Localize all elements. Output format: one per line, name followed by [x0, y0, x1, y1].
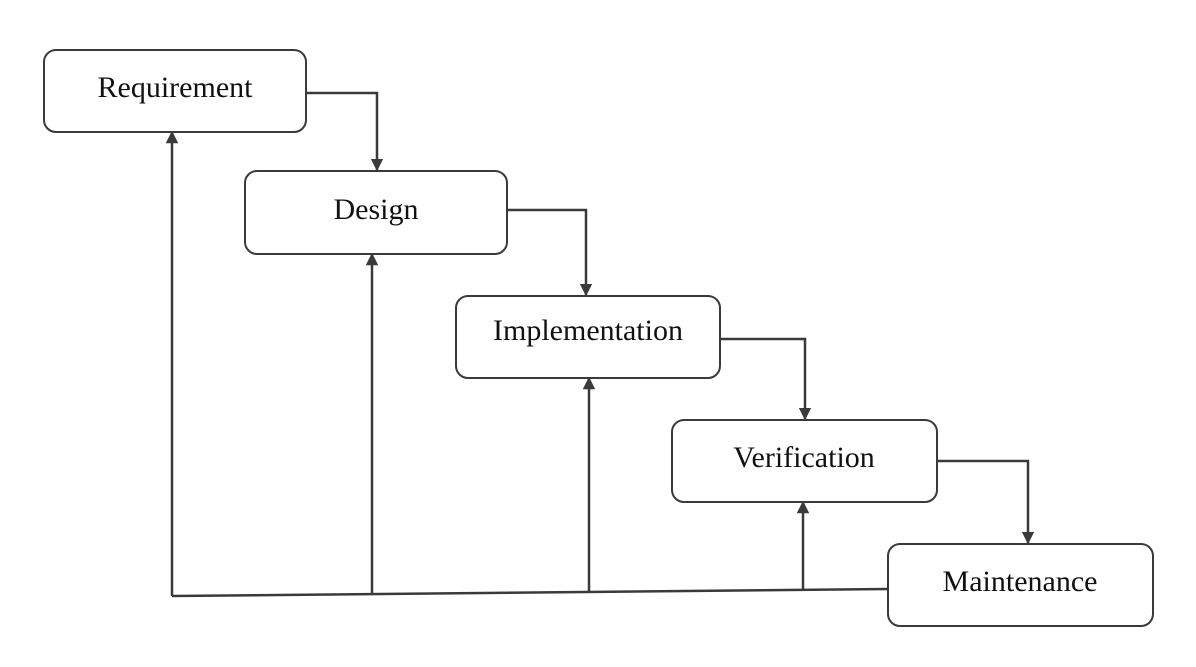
stage-label-verification: Verification: [733, 441, 875, 474]
stage-label-requirement: Requirement: [98, 71, 254, 104]
stage-maintenance: Maintenance: [887, 543, 1154, 627]
flow-arrow-verification-to-maintenance: [937, 459, 1035, 545]
stage-label-design: Design: [334, 193, 419, 226]
stage-box-maintenance: [887, 543, 1154, 627]
stage-box-verification: [671, 419, 938, 503]
flow-arrow-implementation-to-verification: [720, 337, 812, 421]
stage-box-design: [244, 170, 508, 255]
stage-label-implementation: Implementation: [493, 314, 683, 347]
stage-box-implementation: [455, 295, 721, 379]
stage-box-requirement: [43, 49, 307, 133]
feedback-baseline: [171, 587, 889, 598]
stage-design: Design: [244, 170, 508, 255]
stage-label-maintenance: Maintenance: [943, 565, 1098, 598]
stage-implementation: Implementation: [455, 295, 721, 379]
flow-arrow-design-to-implementation: [507, 208, 593, 297]
stage-requirement: Requirement: [43, 49, 307, 133]
stage-verification: Verification: [671, 419, 938, 503]
flow-arrow-requirement-to-design: [306, 91, 384, 172]
